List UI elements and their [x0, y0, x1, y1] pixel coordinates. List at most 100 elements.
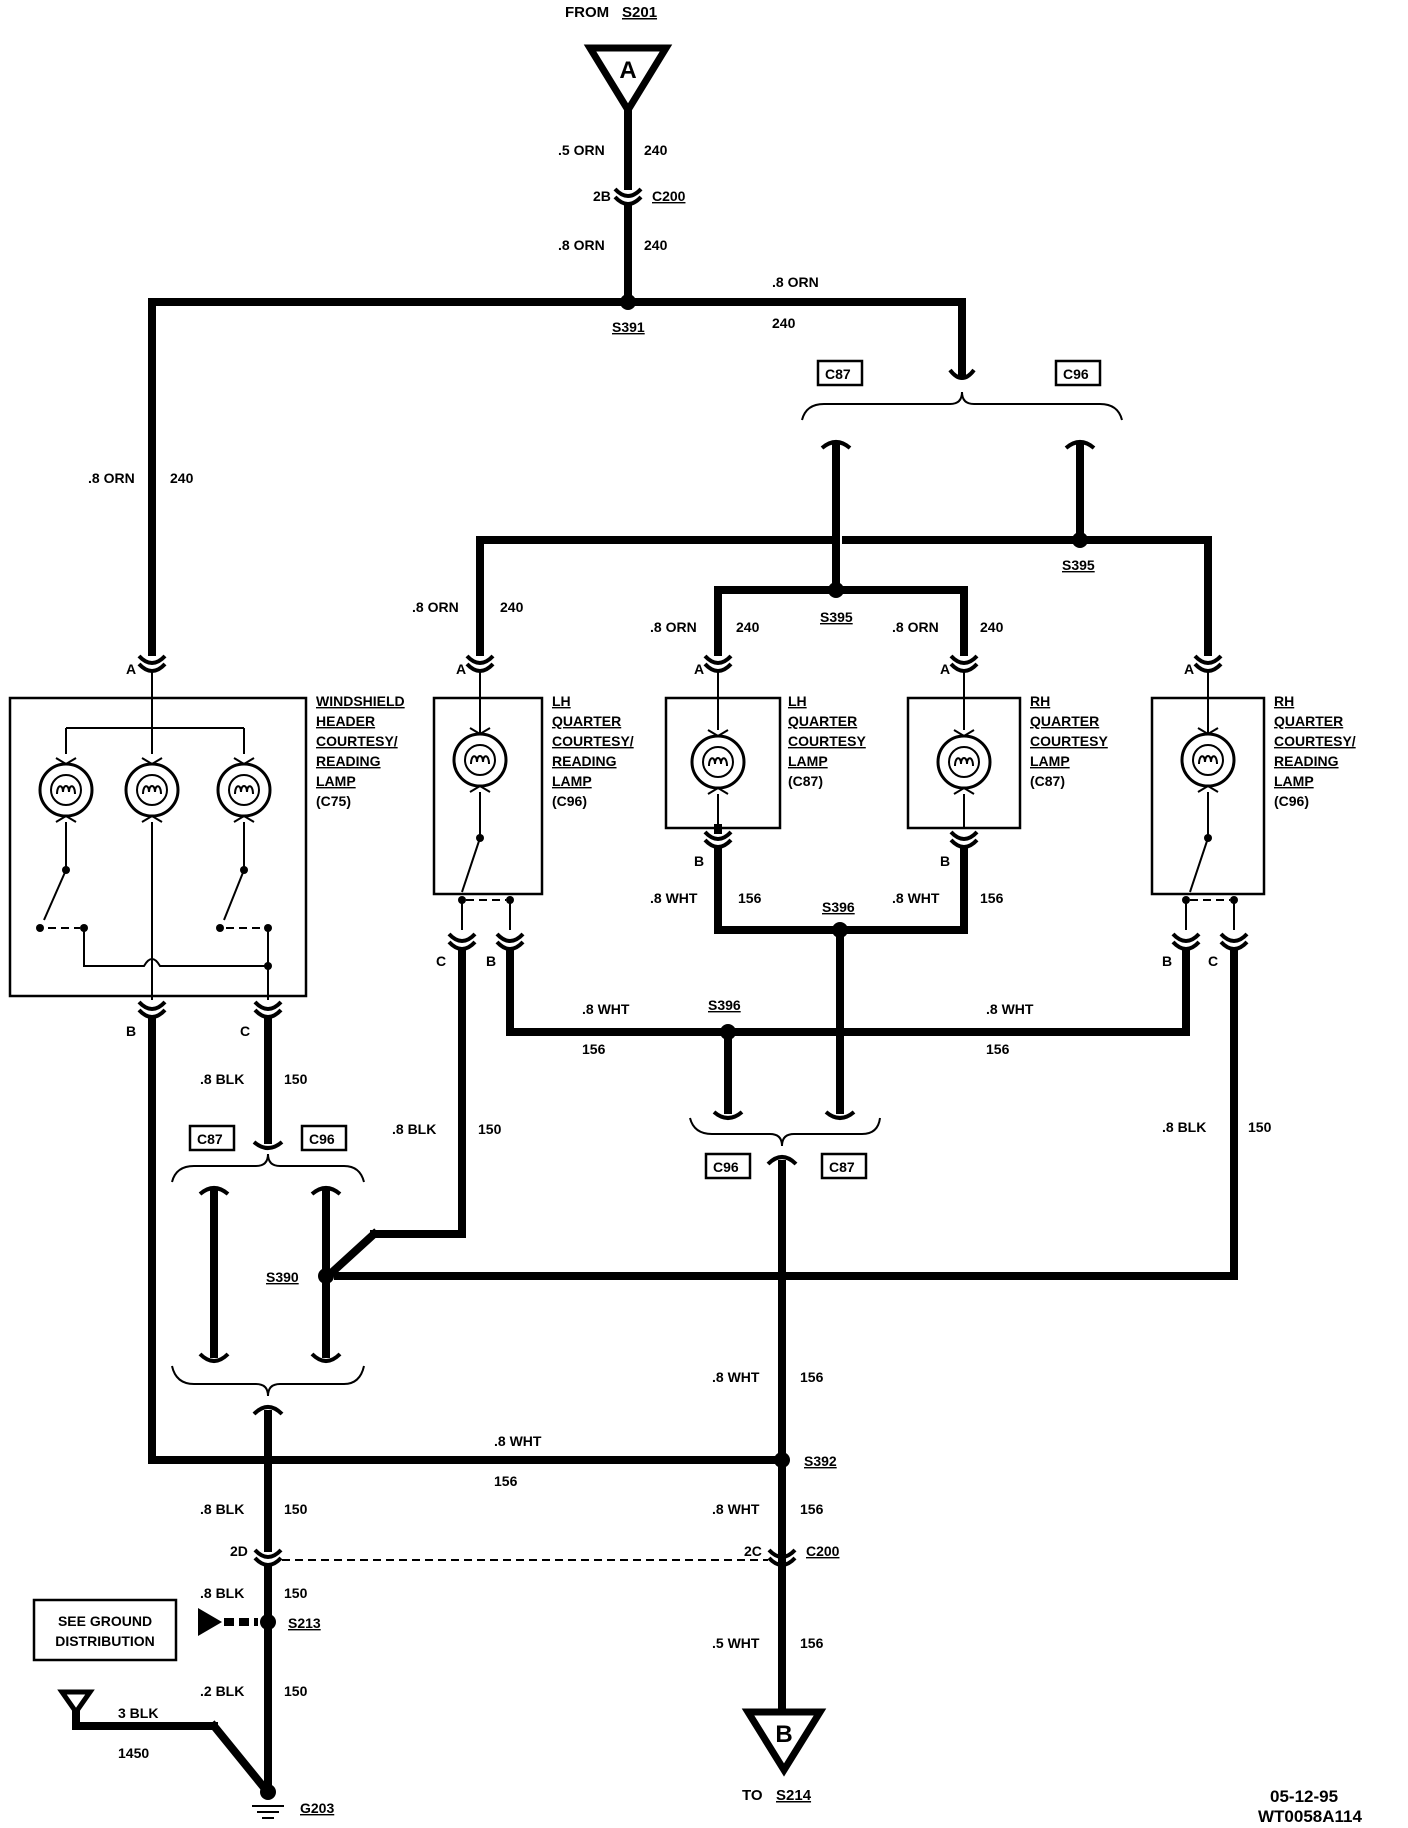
pin-label: C — [1208, 953, 1218, 969]
svg-text:COURTESY/: COURTESY/ — [1274, 733, 1356, 749]
connector-c87: C87 — [825, 366, 851, 382]
splice-label: S391 — [612, 319, 645, 335]
wire-label: .8 ORN — [650, 619, 697, 635]
svg-text:LAMP: LAMP — [1030, 753, 1070, 769]
splice-s395-right — [1072, 532, 1088, 548]
ground-label: G203 — [300, 1800, 334, 1816]
lh-quarter-courtesy-reading-box — [432, 696, 544, 896]
wire-label: .8 WHT — [650, 890, 698, 906]
lh-quarter-courtesy-reading-label: LH QUARTER COURTESY/ READING LAMP (C96) — [552, 693, 634, 809]
connector-b-letter: B — [775, 1721, 792, 1748]
lh-quarter-courtesy-label: LH QUARTER COURTESY LAMP (C87) — [788, 693, 866, 789]
wire-label: .8 BLK — [392, 1121, 436, 1137]
circuit-label: 240 — [170, 470, 194, 486]
ground-g203 — [260, 1784, 276, 1800]
circuit-label: 156 — [582, 1041, 606, 1057]
circuit-label: 156 — [800, 1369, 824, 1385]
rh-quarter-courtesy-reading-label: RH QUARTER COURTESY/ READING LAMP (C96) — [1274, 693, 1356, 809]
svg-text:QUARTER: QUARTER — [788, 713, 857, 729]
svg-text:(C96): (C96) — [552, 793, 587, 809]
svg-text:LAMP: LAMP — [316, 773, 356, 789]
circuit-label: 150 — [284, 1071, 308, 1087]
svg-text:(C87): (C87) — [1030, 773, 1065, 789]
svg-text:QUARTER: QUARTER — [1030, 713, 1099, 729]
wire-label: .8 ORN — [412, 599, 459, 615]
pin-label: B — [1162, 953, 1172, 969]
circuit-label: 1450 — [118, 1745, 149, 1761]
wire-label: .8 BLK — [200, 1501, 244, 1517]
svg-text:HEADER: HEADER — [316, 713, 375, 729]
connector-c87-lower: C87 — [829, 1159, 855, 1175]
pin-label: A — [694, 661, 704, 677]
wire-label: .8 BLK — [1162, 1119, 1206, 1135]
pin-label: B — [940, 853, 950, 869]
splice-label: S395 — [1062, 557, 1095, 573]
ground-arrow — [198, 1608, 222, 1636]
diagram-date: 05-12-95 — [1270, 1787, 1338, 1806]
circuit-label: 240 — [980, 619, 1004, 635]
pin-a-connectors — [137, 654, 1223, 673]
svg-text:QUARTER: QUARTER — [1274, 713, 1343, 729]
ground-box-text: DISTRIBUTION — [55, 1633, 155, 1649]
svg-text:READING: READING — [316, 753, 381, 769]
pin-label: B — [126, 1023, 136, 1039]
splice-label: S392 — [804, 1453, 837, 1469]
svg-text:RH: RH — [1274, 693, 1294, 709]
wire-label: .5 WHT — [712, 1635, 760, 1651]
from-label: FROM — [565, 4, 609, 21]
circuit-label: 156 — [800, 1501, 824, 1517]
connector-c200-top: C200 — [652, 188, 686, 204]
pin-label: A — [126, 661, 136, 677]
pin-label: A — [1184, 661, 1194, 677]
circuit-label: 150 — [1248, 1119, 1272, 1135]
svg-text:(C75): (C75) — [316, 793, 351, 809]
circuit-label: 156 — [980, 890, 1004, 906]
wire-label: .8 ORN — [772, 274, 819, 290]
svg-text:READING: READING — [552, 753, 617, 769]
pin-2c: 2C — [744, 1543, 762, 1559]
circuit-label: 240 — [736, 619, 760, 635]
circuit-label: 240 — [644, 142, 668, 158]
pin-label: C — [436, 953, 446, 969]
splice-s391 — [620, 294, 636, 310]
to-label: TO — [742, 1787, 763, 1804]
wire-label: .8 BLK — [200, 1071, 244, 1087]
from-splice: S201 — [622, 4, 657, 21]
circuit-label: 156 — [738, 890, 762, 906]
svg-text:LAMP: LAMP — [788, 753, 828, 769]
circuit-label: 240 — [772, 315, 796, 331]
svg-text:LAMP: LAMP — [552, 773, 592, 789]
wire-label: .8 ORN — [558, 237, 605, 253]
connector-c96-left: C96 — [309, 1131, 335, 1147]
pin-label: A — [456, 661, 466, 677]
wire-label: .8 ORN — [892, 619, 939, 635]
splice-s392 — [774, 1452, 790, 1468]
svg-text:LAMP: LAMP — [1274, 773, 1314, 789]
wire-label: .2 BLK — [200, 1683, 244, 1699]
pin-label: A — [940, 661, 950, 677]
connector-b-symbol — [741, 1708, 827, 1777]
wire-label: .8 ORN — [88, 470, 135, 486]
svg-text:COURTESY: COURTESY — [788, 733, 866, 749]
connector-a-letter: A — [619, 57, 636, 84]
splice-label: S213 — [288, 1615, 321, 1631]
splice-label: S396 — [708, 997, 741, 1013]
splice-label: S390 — [266, 1269, 299, 1285]
wire-label: .8 WHT — [986, 1001, 1034, 1017]
wire-label: 3 BLK — [118, 1705, 158, 1721]
circuit-label: 156 — [986, 1041, 1010, 1057]
diagram-code: WT0058A114 — [1258, 1807, 1362, 1826]
splice-s390 — [318, 1268, 334, 1284]
connector-c96: C96 — [1063, 366, 1089, 382]
splice-s395-center — [828, 582, 844, 598]
svg-text:RH: RH — [1030, 693, 1050, 709]
splice-label: S396 — [822, 899, 855, 915]
svg-text:QUARTER: QUARTER — [552, 713, 621, 729]
to-splice: S214 — [776, 1787, 812, 1804]
pin-label: B — [694, 853, 704, 869]
svg-text:WINDSHIELD: WINDSHIELD — [316, 693, 405, 709]
ground-distribution-box — [32, 1598, 178, 1662]
wire-label: .8 BLK — [200, 1585, 244, 1601]
connector-c96-lower: C96 — [713, 1159, 739, 1175]
